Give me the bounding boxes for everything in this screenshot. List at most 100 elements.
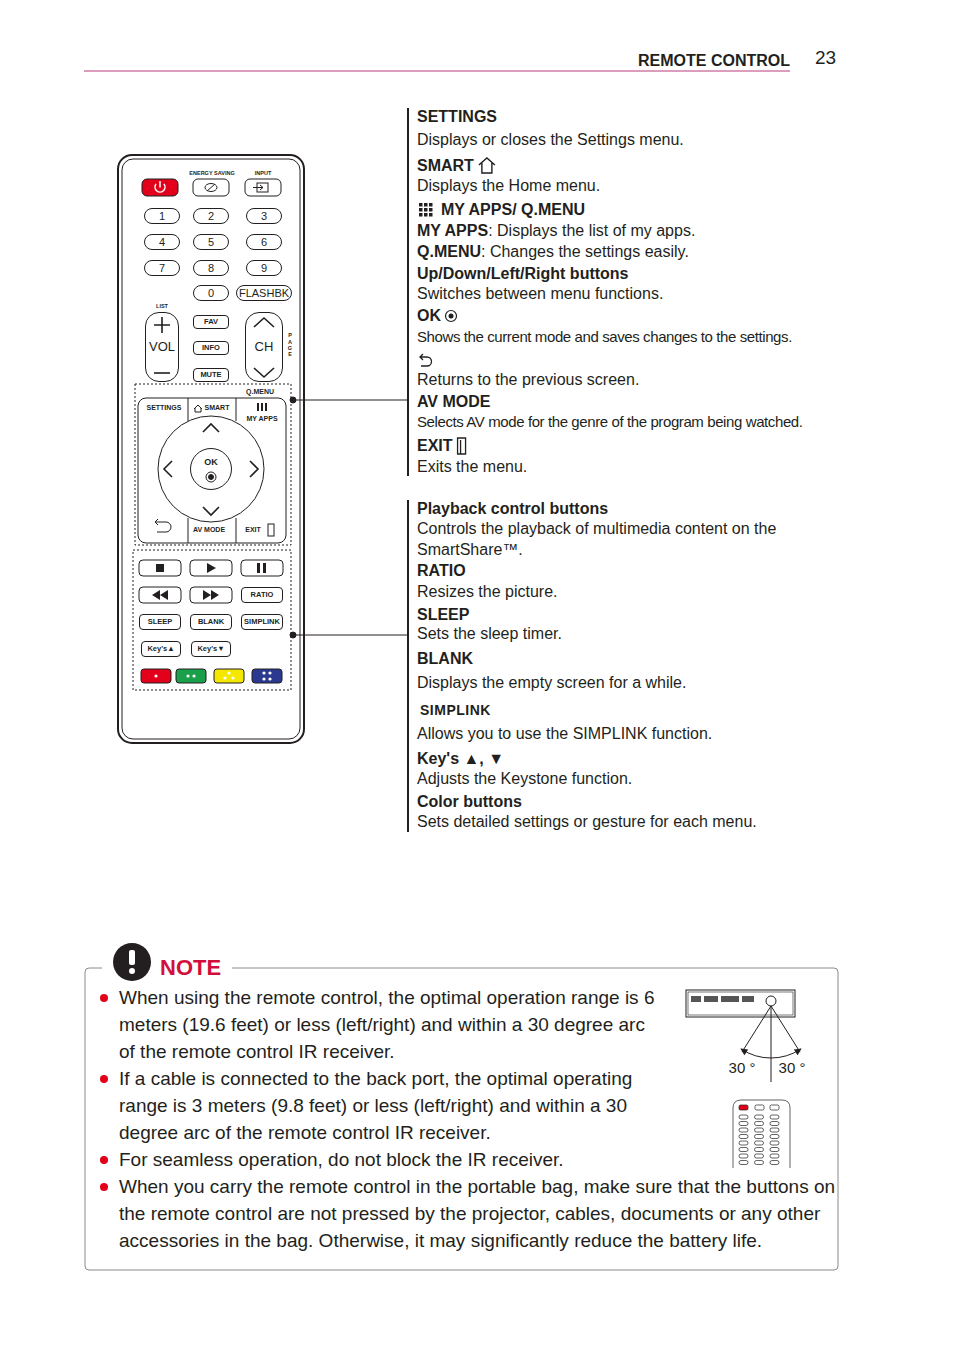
callout-description: Allows you to use the SIMPLINK function. bbox=[417, 724, 712, 744]
callout-heading: EXIT bbox=[417, 436, 453, 456]
small-remote-figure bbox=[755, 1161, 764, 1165]
note-frame bbox=[129, 968, 135, 974]
apps-icon bbox=[429, 213, 433, 217]
button-label: RATIO bbox=[251, 591, 274, 599]
small-remote-figure bbox=[739, 1122, 748, 1126]
color-buttons bbox=[154, 674, 157, 677]
channel-rocker: CH bbox=[245, 312, 283, 382]
input-button bbox=[253, 185, 263, 190]
small-remote-figure bbox=[770, 1148, 779, 1152]
projector-range-figure bbox=[721, 996, 739, 1002]
energy-saving-button bbox=[193, 179, 229, 196]
projector-range-figure bbox=[691, 996, 701, 1002]
color-buttons bbox=[223, 676, 226, 679]
callout-heading: RATIO bbox=[417, 561, 466, 581]
color-buttons bbox=[214, 669, 244, 683]
note-box: NOTEWhen using the remote control, the o… bbox=[85, 968, 838, 1270]
navigation-pad bbox=[209, 475, 214, 480]
button-label: 8 bbox=[208, 262, 214, 274]
playback-buttons bbox=[152, 590, 168, 600]
small-remote-figure bbox=[755, 1115, 764, 1119]
navigation-pad bbox=[265, 403, 267, 411]
nav-key: EXIT bbox=[241, 523, 265, 537]
remote-button: Key's▼ bbox=[191, 641, 231, 657]
callout-description: Adjusts the Keystone function. bbox=[417, 769, 632, 789]
note-text: When you carry the remote control in the… bbox=[119, 1173, 839, 1254]
note-heading: NOTE bbox=[154, 954, 227, 982]
callout-description: : Displays the list of my apps. bbox=[488, 221, 695, 241]
small-remote-figure bbox=[770, 1161, 779, 1165]
button-label: 2 bbox=[208, 210, 214, 222]
callout-heading: SETTINGS bbox=[417, 107, 497, 127]
callout-bar bbox=[407, 108, 409, 832]
small-remote-figure bbox=[739, 1128, 748, 1132]
navigation-pad bbox=[158, 416, 264, 522]
small-remote-figure bbox=[770, 1122, 779, 1126]
note-frame bbox=[113, 943, 151, 981]
button-label: 0 bbox=[208, 287, 214, 299]
number-button: 1 bbox=[144, 208, 180, 224]
remote-button: Key's▲ bbox=[141, 641, 181, 657]
button-label: FAV bbox=[204, 318, 218, 326]
bullet-dot bbox=[100, 994, 108, 1002]
navigation-pad bbox=[261, 403, 263, 411]
navigation-pad bbox=[188, 398, 236, 543]
ok-icon bbox=[449, 314, 454, 319]
note-frame bbox=[85, 968, 838, 1270]
small-remote-figure bbox=[770, 1154, 779, 1158]
small-remote-figure bbox=[739, 1141, 748, 1145]
input-button bbox=[245, 179, 281, 196]
remote-body bbox=[118, 155, 304, 743]
callout-description: Sets detailed settings or gesture for ea… bbox=[417, 812, 757, 832]
small-remote-figure bbox=[755, 1154, 764, 1158]
projector-range-figure bbox=[704, 996, 718, 1002]
button-caption: ENERGY SAVING bbox=[189, 170, 234, 177]
small-remote-figure bbox=[739, 1161, 748, 1165]
angle-label: 30 ° bbox=[729, 1058, 756, 1078]
button-label: SMART bbox=[205, 404, 230, 412]
color-buttons bbox=[262, 677, 265, 680]
projector-range-figure bbox=[771, 1049, 801, 1058]
apps-icon bbox=[419, 208, 423, 212]
exit-icon bbox=[458, 438, 466, 454]
small-remote-figure bbox=[770, 1105, 779, 1110]
small-remote-figure bbox=[733, 1100, 790, 1168]
callout-heading: Q.MENU bbox=[417, 242, 481, 262]
color-buttons bbox=[176, 669, 206, 683]
callout-bar bbox=[407, 108, 409, 476]
callout-description: Returns to the previous screen. bbox=[417, 370, 639, 390]
color-buttons bbox=[154, 671, 271, 680]
button-label: 5 bbox=[208, 236, 214, 248]
note-frame bbox=[85, 943, 838, 1270]
color-buttons bbox=[268, 677, 271, 680]
navigation-pad bbox=[206, 472, 216, 482]
button-label: EXIT bbox=[245, 526, 261, 534]
remote-button: FAV bbox=[193, 315, 229, 329]
input-button bbox=[245, 179, 281, 196]
energy-saving-button bbox=[193, 179, 229, 196]
nav-key: MY APPS bbox=[240, 413, 284, 425]
number-button: 9 bbox=[246, 260, 282, 276]
remote-button: RATIO bbox=[241, 587, 283, 603]
playback-buttons bbox=[241, 560, 283, 576]
number-button: 7 bbox=[144, 260, 180, 276]
leader-line bbox=[293, 400, 408, 401]
energy-saving-button bbox=[205, 184, 217, 192]
apps-icon bbox=[419, 213, 423, 217]
remote-button: MUTE bbox=[193, 368, 229, 382]
nav-key: SETTINGS bbox=[141, 401, 187, 415]
button-label: MY APPS bbox=[246, 415, 277, 423]
navigation-pad bbox=[194, 405, 202, 412]
color-buttons bbox=[141, 669, 171, 683]
callout-description: : Changes the settings easily. bbox=[481, 242, 689, 262]
callout-heading: AV MODE bbox=[417, 392, 490, 412]
color-buttons bbox=[186, 674, 189, 677]
button-label: 6 bbox=[261, 236, 267, 248]
small-remote-figure bbox=[739, 1154, 748, 1158]
playback-buttons bbox=[139, 560, 283, 603]
nav-key: AV MODE bbox=[187, 523, 231, 537]
color-buttons bbox=[262, 671, 265, 674]
note-text: For seamless operation, do not block the… bbox=[119, 1146, 659, 1173]
button-label: VOL bbox=[149, 340, 175, 354]
playback-buttons bbox=[139, 587, 181, 603]
